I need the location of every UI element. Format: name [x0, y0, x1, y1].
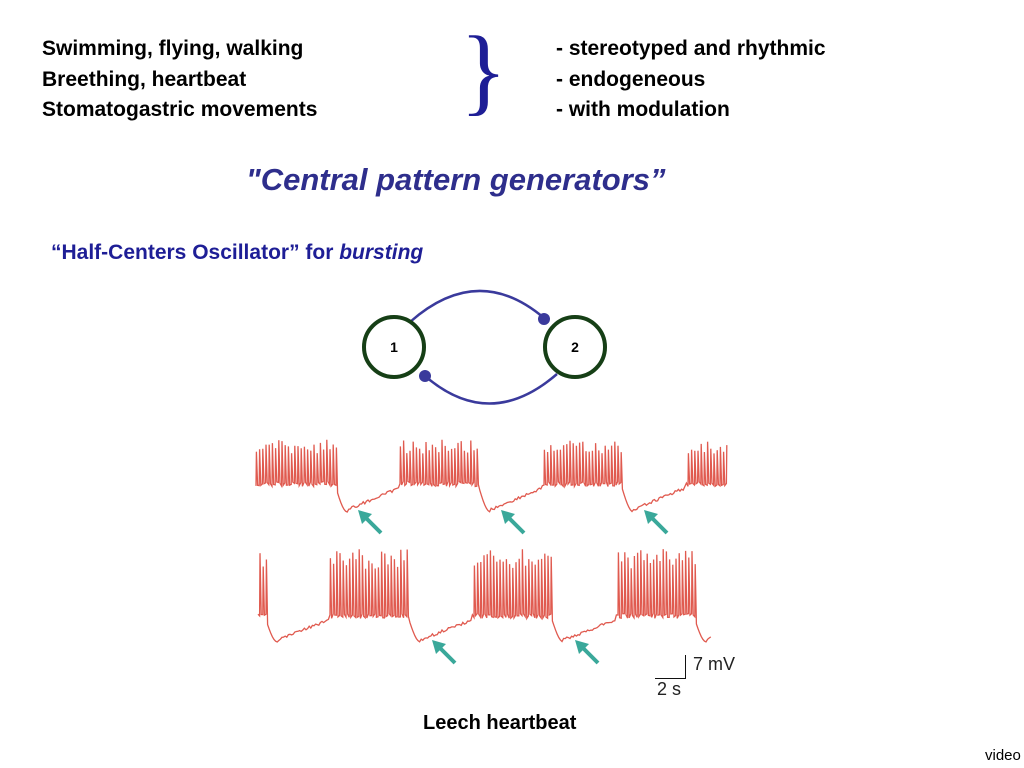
arrow-icon	[432, 640, 457, 665]
property-item: - endogeneous	[556, 67, 706, 91]
neuron-2	[543, 315, 607, 379]
inhibitory-synapse-2-to-1	[424, 373, 558, 405]
properties-list: - stereotyped and rhythmic - endogeneous…	[556, 34, 826, 126]
subheading-text: “Half-Centers Oscillator” for	[51, 241, 340, 264]
behaviors-list: Swimming, flying, walking Breething, hea…	[42, 34, 317, 126]
scale-bar	[655, 655, 686, 679]
neuron-1-label: 1	[390, 339, 398, 355]
trace-cell-1	[255, 439, 728, 513]
recording-traces	[255, 439, 728, 643]
synapse-terminal-on-1	[419, 370, 431, 382]
inhibition-arrows	[358, 510, 669, 665]
inhibitory-synapse-1-to-2	[409, 289, 545, 323]
arrow-icon	[501, 510, 526, 535]
neuron-2-label: 2	[571, 339, 579, 355]
behavior-item: Breething, heartbeat	[42, 67, 247, 91]
voltage-scale-label: 7 mV	[693, 654, 736, 674]
trace-cell-2	[257, 549, 712, 643]
neuron-1	[362, 315, 426, 379]
time-scale-label: 2 s	[657, 679, 682, 699]
figure-caption: Leech heartbeat	[423, 712, 577, 734]
property-item: - with modulation	[556, 98, 730, 121]
video-link[interactable]: video	[985, 747, 1021, 764]
arrow-icon	[644, 510, 669, 535]
cpg-heading: "Central pattern generators”	[246, 162, 666, 197]
behavior-item: Swimming, flying, walking	[42, 37, 304, 60]
arrow-icon	[358, 510, 383, 535]
synapse-terminal-on-2	[538, 313, 550, 325]
arrow-icon	[575, 640, 600, 665]
half-center-diagram: 1 2	[362, 289, 607, 405]
property-item: - stereotyped and rhythmic	[556, 37, 826, 60]
subheading-emphasis: bursting	[339, 241, 424, 264]
grouping-brace: }	[460, 17, 508, 125]
behavior-item: Stomatogastric movements	[42, 98, 318, 121]
half-center-subheading: “Half-Centers Oscillator” for bursting	[51, 241, 423, 265]
